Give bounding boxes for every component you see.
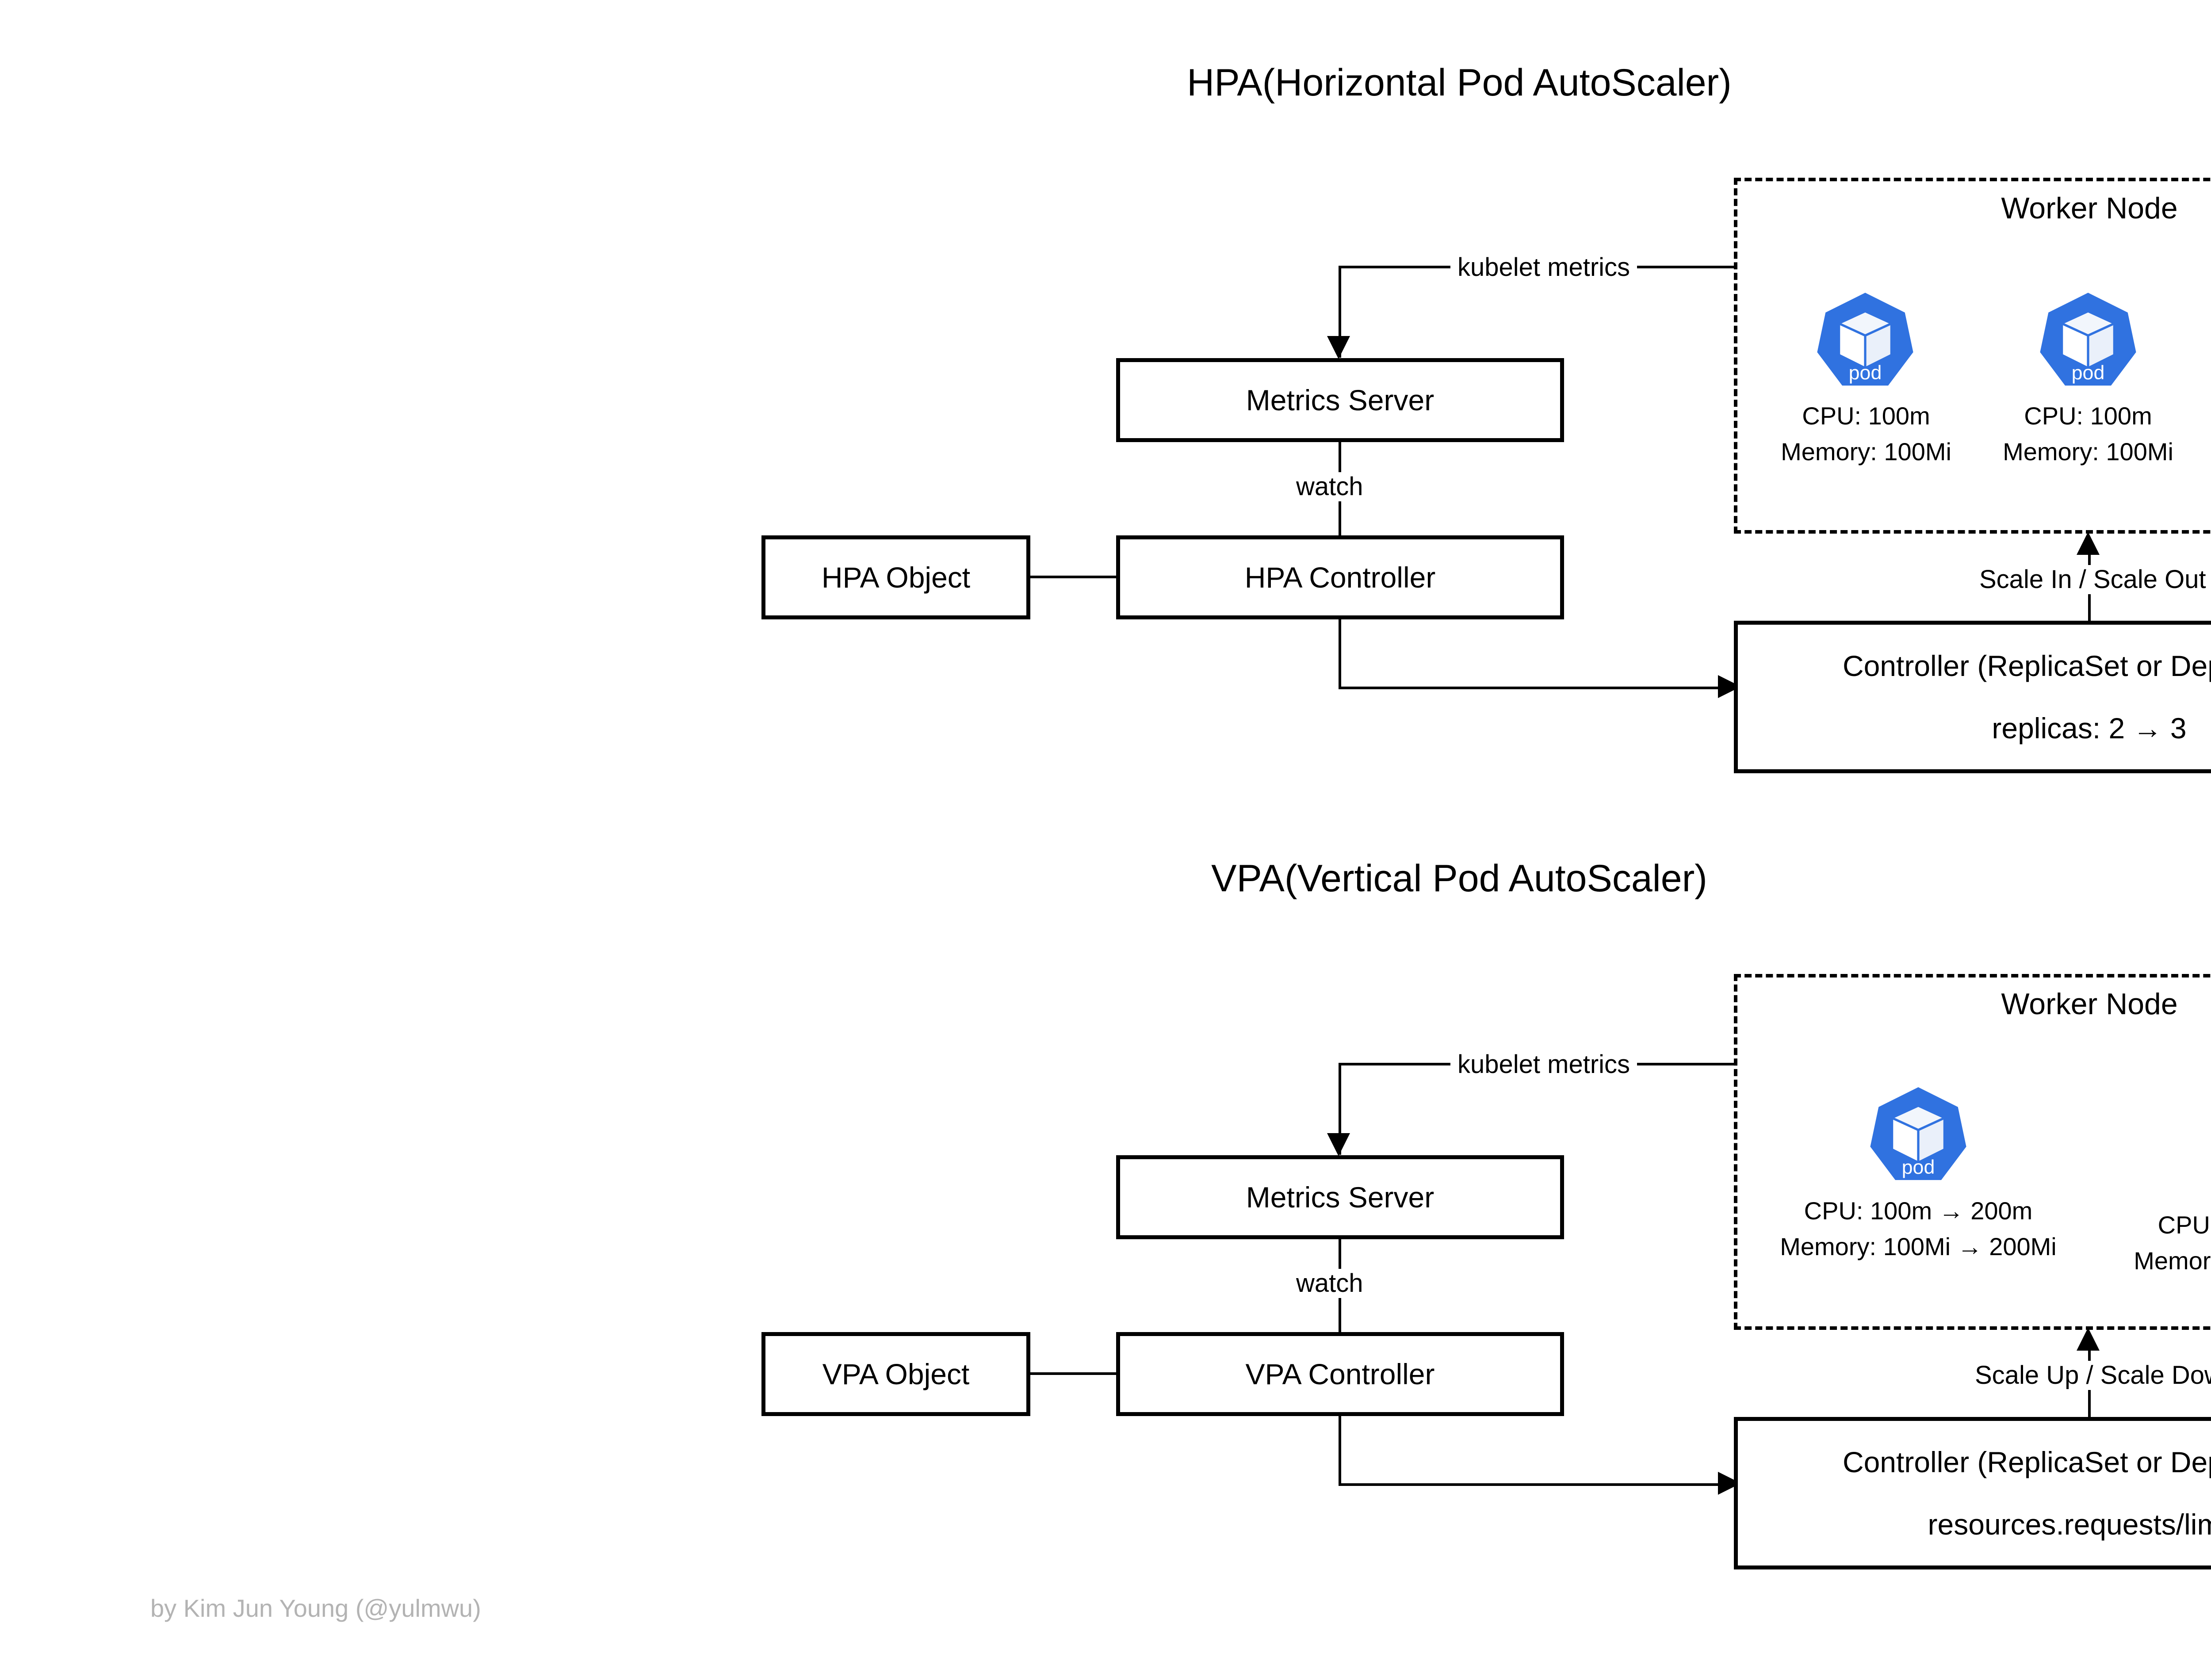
pod-caption: CPU: 100m Memory: 100Mi [2197,398,2211,470]
author-credit: by Kim Jun Young (@yulmwu) [150,1594,481,1622]
hpa-section-title: HPA(Horizontal Pod AutoScaler) [1187,61,1732,104]
pod-icon: pod [2036,290,2140,394]
hpa-kubelet-metrics-vline [1339,266,1341,358]
hpa-scale-action-vline [1339,619,1341,687]
pod-cpu: CPU: 100m [2197,398,2211,434]
vpa-section-title: VPA(Vertical Pod AutoScaler) [1211,857,1707,900]
hpa-kubelet-metrics-label: kubelet metrics [1450,253,1637,282]
pod-memory: Memory: 100Mi [1781,438,1951,466]
pod-cpu: CPU: 100m [1802,402,1930,430]
hpa-worker-node [1734,178,2211,534]
hpa-object-controller-link [1030,576,1116,578]
hpa-controller-label: HPA Controller [1244,561,1436,594]
vpa-workload-controller-detail: resources.requests/limits [1928,1508,2211,1541]
hpa-workload-controller-box: Controller (ReplicaSet or Deployment) re… [1734,621,2211,773]
vpa-scale-label: Scale Up / Scale Down [1968,1361,2211,1390]
hpa-workload-controller-detail: replicas: 2 → 3 [1992,711,2187,745]
vpa-controller-box: VPA Controller [1116,1332,1564,1416]
vpa-worker-node [1734,974,2211,1330]
hpa-object-label: HPA Object [821,561,971,594]
vpa-controller-label: VPA Controller [1245,1357,1435,1390]
vpa-kubelet-metrics-label: kubelet metrics [1450,1050,1637,1079]
vpa-kubelet-metrics-vline [1339,1063,1341,1155]
hpa-metrics-server-label: Metrics Server [1246,383,1434,416]
hpa-metrics-server-box: Metrics Server [1116,358,1564,442]
pod-cpu: CPU: 100m [2024,402,2152,430]
svg-text:pod: pod [1849,361,1882,384]
vpa-object-label: VPA Object [822,1357,970,1390]
hpa-scale-label: Scale In / Scale Out [1972,565,2211,594]
vpa-kubelet-metrics-arrowhead [1327,1133,1350,1156]
pod-caption: CPU: 100m → 200m Memory: 100Mi → 200Mi [2108,1207,2211,1279]
vpa-watch-line [1339,1239,1341,1367]
pod-icon: pod [1813,290,1917,394]
vpa-workload-controller-title: Controller (ReplicaSet or Deployment) [1842,1446,2211,1478]
vpa-scale-arrowhead [2077,1328,2100,1351]
hpa-worker-node-title: Worker Node [2001,191,2178,225]
svg-text:pod: pod [2072,361,2105,384]
pod-cpu: CPU: 100m → 200m [2157,1211,2211,1239]
vpa-object-controller-link [1030,1372,1116,1375]
pod-memory: Memory: 100Mi [2003,438,2173,466]
hpa-scale-action-hline [1339,687,1723,689]
pod-icon: pod [1866,1084,1970,1188]
svg-text:pod: pod [1902,1156,1935,1178]
pod-caption: CPU: 100m Memory: 100Mi [1751,398,1981,470]
vpa-metrics-server-box: Metrics Server [1116,1155,1564,1239]
pod-memory: Memory: 100Mi → 200Mi [1780,1233,2057,1261]
pod-caption: CPU: 100m → 200m Memory: 100Mi → 200Mi [1755,1193,2082,1264]
vpa-scale-action-vline [1339,1416,1341,1483]
hpa-object-box: HPA Object [761,535,1030,619]
vpa-watch-label: watch [1289,1269,1370,1298]
vpa-metrics-server-label: Metrics Server [1246,1180,1434,1214]
pod-memory: Memory: 100Mi → 200Mi [2134,1247,2211,1275]
vpa-workload-controller-box: Controller (ReplicaSet or Deployment) re… [1734,1417,2211,1569]
hpa-kubelet-metrics-arrowhead [1327,336,1350,359]
hpa-watch-line [1339,442,1341,570]
vpa-object-box: VPA Object [761,1332,1030,1416]
pod-cpu: CPU: 100m → 200m [1804,1197,2033,1225]
pod-caption: CPU: 100m Memory: 100Mi [1973,398,2203,470]
pod-memory: Memory: 100Mi [2197,434,2211,470]
hpa-watch-label: watch [1289,472,1370,501]
hpa-scale-arrowhead [2077,532,2100,555]
vpa-worker-node-title: Worker Node [2001,987,2178,1021]
hpa-controller-box: HPA Controller [1116,535,1564,619]
vpa-scale-action-hline [1339,1483,1723,1486]
hpa-workload-controller-title: Controller (ReplicaSet or Deployment) [1842,649,2211,682]
